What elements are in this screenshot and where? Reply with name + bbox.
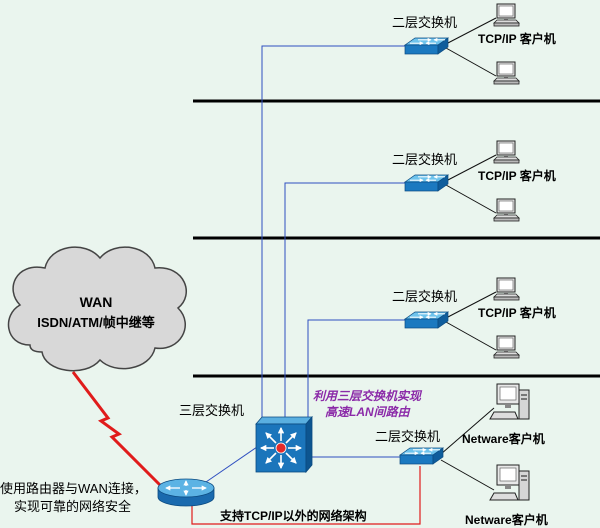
link-router-to-l3	[205, 446, 258, 483]
layer3-switch-icon	[255, 415, 313, 474]
router-note-line2: 实现可靠的网络安全	[14, 499, 131, 514]
client-label-1: TCP/IP 客户机	[478, 31, 556, 46]
router-icon	[157, 478, 215, 507]
switch-label-1: 二层交换机	[392, 15, 457, 30]
switch-label-2: 二层交换机	[392, 152, 457, 167]
computer-icon	[493, 335, 520, 359]
layer2-switch-icon	[405, 38, 448, 54]
tower-computer-icon	[489, 383, 530, 420]
switch-label-3: 二层交换机	[392, 289, 457, 304]
netware-label-1: Netware客户机	[462, 431, 545, 446]
tower-computer-icon	[489, 464, 530, 501]
lightning-link-icon	[71, 371, 162, 487]
uplink-to-switch-2	[284, 182, 405, 418]
uplink-to-switch-3	[307, 319, 405, 418]
non-tcpip-link	[191, 466, 421, 525]
computer-icon	[493, 61, 520, 85]
switch-label-4: 二层交换机	[375, 429, 440, 444]
layer2-switch-icon	[405, 175, 448, 191]
netware-label-2: Netware客户机	[465, 512, 548, 527]
l3-switch-label: 三层交换机	[179, 403, 244, 418]
computer-icon	[493, 140, 520, 164]
client-label-3: TCP/IP 客户机	[478, 305, 556, 320]
router-note-line1: 使用路由器与WAN连接，	[0, 481, 147, 496]
computer-icon	[493, 198, 520, 222]
layer2-switch-icon	[400, 448, 443, 464]
computer-icon	[493, 3, 520, 27]
wan-title: WAN	[80, 294, 113, 310]
wan-subtitle: ISDN/ATM/帧中继等	[37, 315, 154, 330]
computer-icon	[493, 277, 520, 301]
l3-annotation-line2: 高速LAN间路由	[325, 405, 411, 419]
non-tcpip-label: 支持TCP/IP以外的网络架构	[219, 508, 367, 523]
l3-annotation-line1: 利用三层交换机实现	[313, 389, 423, 403]
cloud-icon	[7, 246, 187, 372]
client-label-2: TCP/IP 客户机	[478, 168, 556, 183]
uplink-to-switch-1	[261, 45, 405, 418]
layer2-switch-icon	[405, 312, 448, 328]
client-links	[440, 17, 497, 491]
